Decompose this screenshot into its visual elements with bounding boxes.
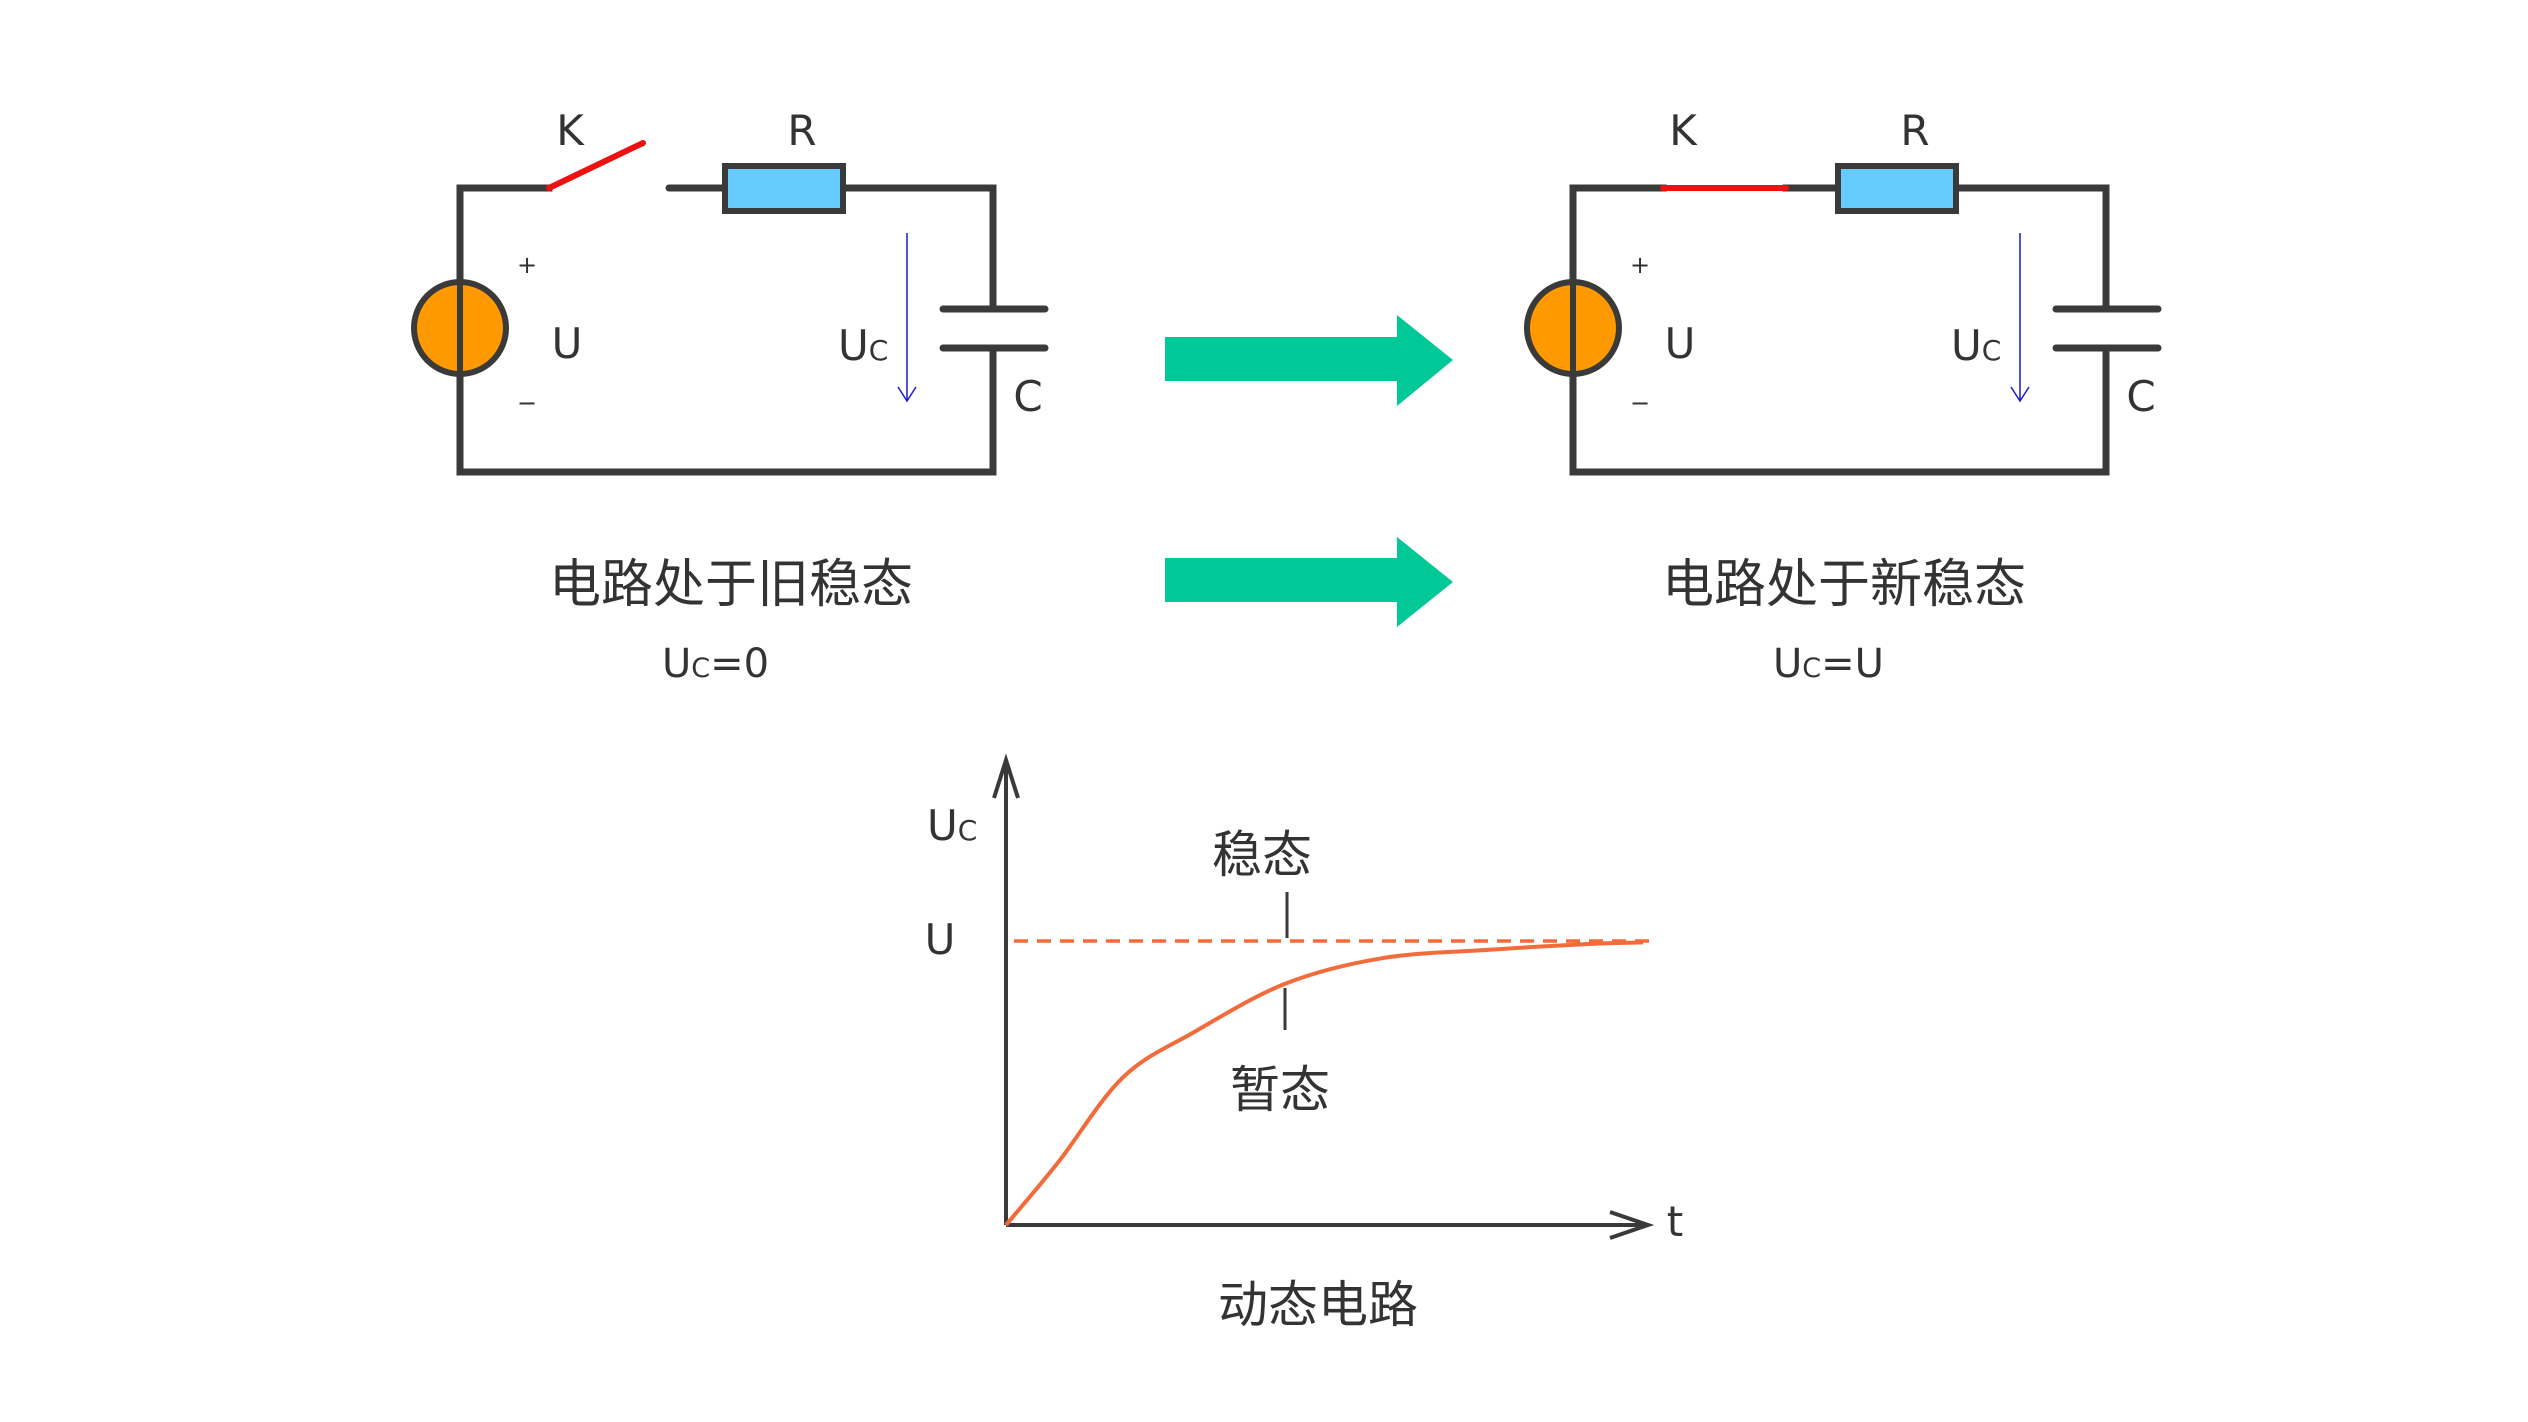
old-state-equation: UC=0	[662, 641, 769, 687]
transition-arrow-top-icon	[1165, 315, 1453, 406]
capacitor-label: C	[1013, 372, 1042, 421]
transition-arrow-bottom-icon	[1165, 537, 1453, 627]
left-circuit: K R + − U UC C 电路处于旧稳态 UC=0	[411, 106, 1049, 687]
y-tick-label-u: U	[925, 915, 956, 964]
old-steady-state-caption: 电路处于旧稳态	[549, 555, 913, 615]
uc-arrowhead-icon	[2010, 386, 2030, 403]
plus-sign: +	[1630, 251, 1650, 279]
plus-sign: +	[517, 251, 537, 279]
x-axis-label: t	[1667, 1197, 1683, 1246]
source-label: U	[1665, 319, 1696, 368]
capacitor-label: C	[2126, 372, 2155, 421]
x-axis-arrow-icon	[1609, 1210, 1655, 1240]
source-label: U	[552, 319, 583, 368]
minus-sign: −	[1630, 389, 1650, 417]
resistor	[722, 163, 846, 214]
switch-label: K	[556, 106, 585, 155]
right-circuit: K R + − U UC C 电路处于新稳态 UC=U	[1524, 106, 2162, 687]
transient-annotation: 暂态	[1230, 1061, 1330, 1119]
minus-sign: −	[517, 389, 537, 417]
open-switch-blade	[546, 140, 646, 191]
uc-label: UC	[1951, 321, 2001, 370]
y-axis-arrow-icon	[992, 753, 1020, 799]
chart-title: 动态电路	[1218, 1276, 1418, 1334]
new-state-equation: UC=U	[1773, 641, 1884, 687]
switch-label: K	[1669, 106, 1698, 155]
y-axis-label: UC	[927, 801, 977, 850]
uc-label: UC	[838, 321, 888, 370]
resistor	[1835, 163, 1959, 214]
loop-wire	[456, 184, 997, 476]
right-wire	[839, 184, 997, 313]
uc-charging-curve	[1004, 940, 1644, 1227]
new-steady-state-caption: 电路处于新稳态	[1662, 555, 2026, 615]
resistor-label: R	[1900, 106, 1929, 155]
steady-state-annotation: 稳态	[1212, 826, 1312, 884]
resistor-label: R	[787, 106, 816, 155]
loop-wire	[1569, 184, 2110, 476]
transient-chart: UC U t 稳态 暂态 动态电路	[925, 753, 1683, 1334]
right-wire	[1952, 184, 2110, 313]
uc-arrowhead-icon	[897, 386, 917, 403]
